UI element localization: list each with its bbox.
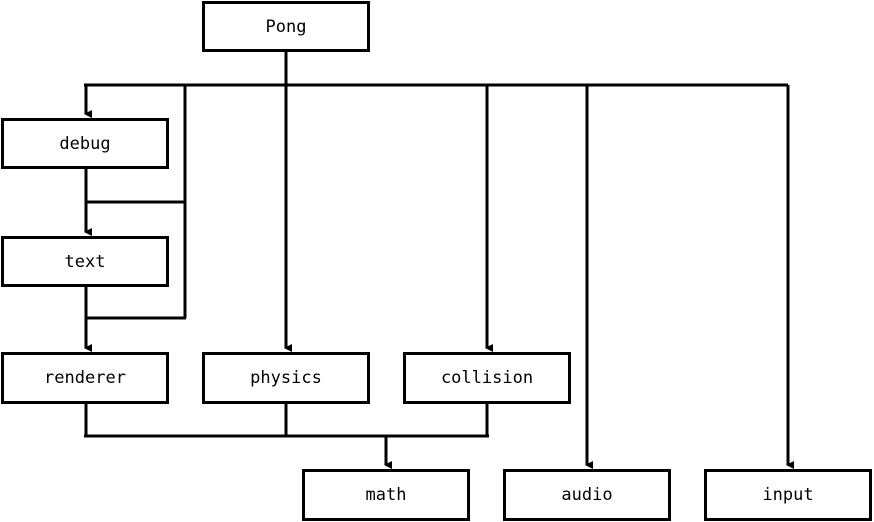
node-math: math (302, 469, 470, 521)
node-physics: physics (202, 352, 370, 404)
node-collision: collision (403, 352, 571, 404)
node-pong: Pong (202, 1, 370, 52)
node-input: input (704, 469, 872, 521)
node-renderer: renderer (1, 352, 169, 404)
node-text: text (1, 236, 169, 287)
node-debug: debug (1, 118, 169, 169)
node-audio: audio (503, 469, 671, 521)
